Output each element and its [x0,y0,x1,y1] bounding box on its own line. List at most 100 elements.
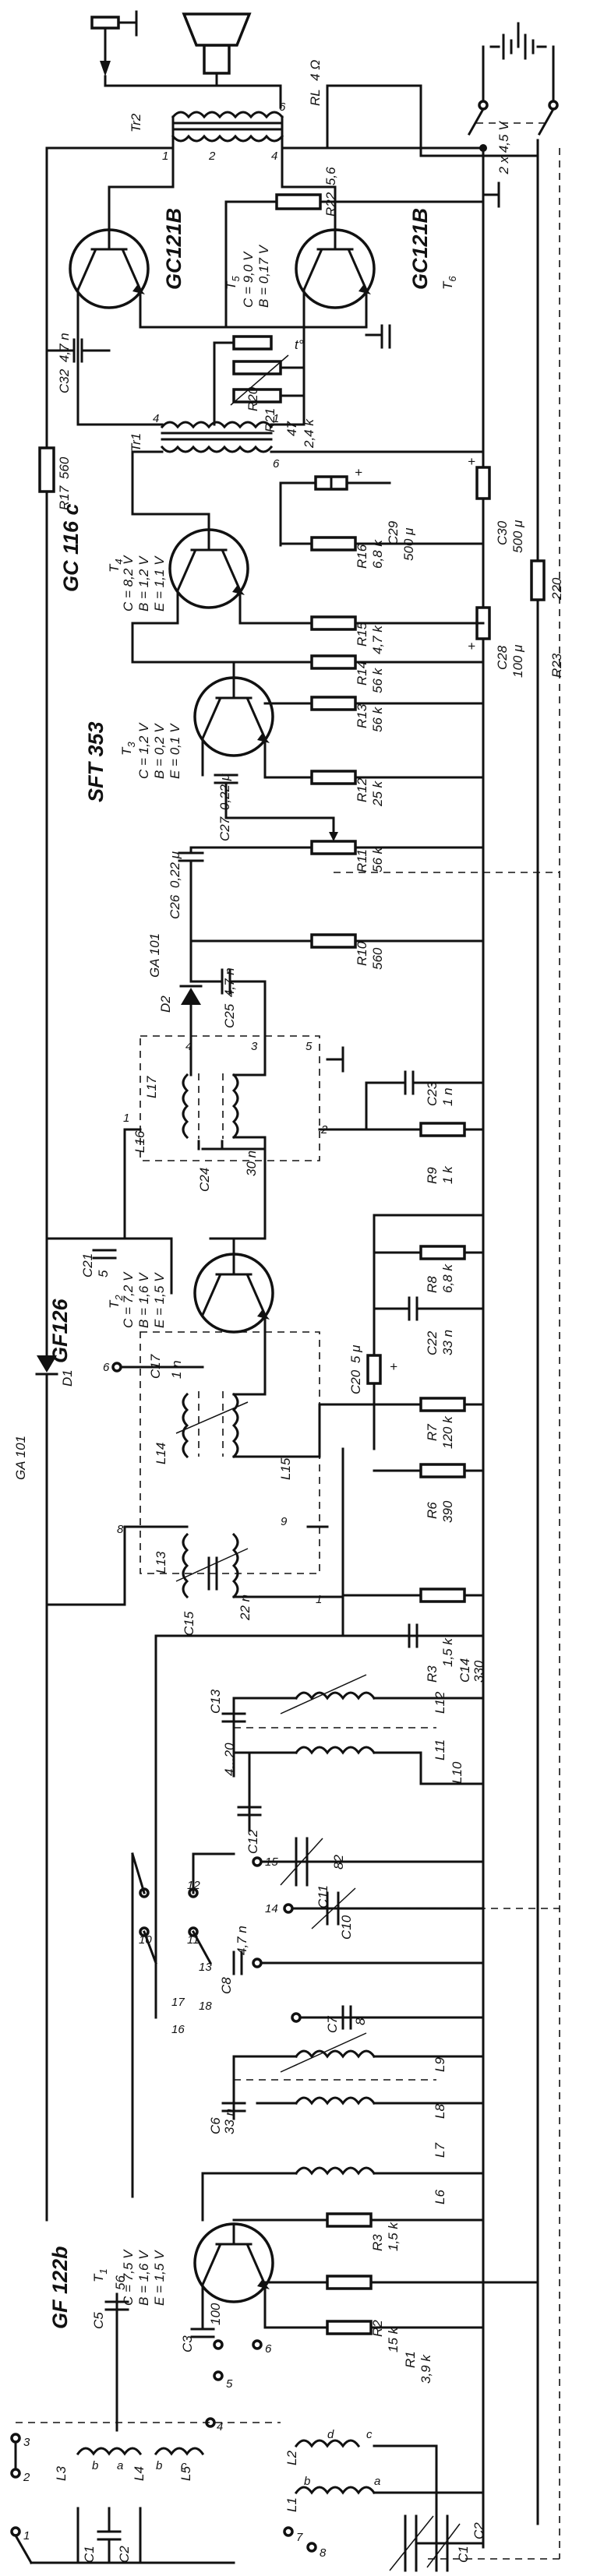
c21-value: 5 [96,1270,111,1277]
c8-ref: C6 [208,2117,223,2134]
svg-text:+: + [355,465,362,480]
svg-text:1,5 k: 1,5 k [440,1637,455,1667]
svg-text:C26 0,22 μ: C26 0,22 μ [168,851,182,919]
t4-bias-c: C = 8,2 V [121,555,136,611]
r6-ref: R3 [425,1665,440,1683]
if-filter-1: 6 C17 1 n L14 L15 9 8 L13 C15 22 n 1 [45,1331,486,2222]
c30-ref: C30 [495,520,510,545]
r9-value: 6,8 k [440,1263,455,1293]
driver-stage-t4: GC 116 c T4 C = 8,2 V B = 1,2 V E = 1,1 … [59,454,564,678]
rl-value: 4 Ω [308,60,323,81]
t2-ref: T [107,1299,122,1309]
r13-ref: R12 [355,777,369,802]
r18-ref: R17 [57,485,72,510]
t3-bias-e: E = 0,1 V [168,723,182,779]
t1-bias-c: C = 7,5 V [121,2249,136,2306]
svg-text:C29: C29 [386,520,401,545]
svg-text:R12: R12 [355,777,369,802]
c15-ref: C13 [208,1689,223,1714]
svg-text:100 μ: 100 μ [510,644,525,678]
sw-14: 14 [265,1902,278,1915]
svg-text:T1: T1 [91,2268,109,2282]
c24-ref: C23 [425,1081,440,1106]
c11-ref: C8 [219,1977,234,1994]
r13-value: 25 k [370,780,385,807]
svg-text:2,4 k: 2,4 k [302,418,316,449]
l17-pin-3: 3 [251,1040,258,1053]
svg-text:6,8 k: 6,8 k [440,1263,455,1293]
t1-bias-b: B = 1,6 V [136,2250,151,2306]
c27-value: 0,22 μ [217,773,232,810]
svg-text:R14: R14 [355,661,369,685]
l17-label: L17 [144,1076,159,1098]
c6-value: 100 [208,2303,223,2325]
t2-sub: 2 [113,1295,125,1302]
l14-pin-6: 6 [103,1361,110,1374]
if-filter-2: 4 3 5 L17 L16 C24 30 n 1 2 [123,1027,485,1240]
svg-text:C21: C21 [80,1253,95,1277]
svg-text:500 μ: 500 μ [401,527,416,561]
l3-label: L3 [54,2466,69,2481]
sw-4: 4 [217,2420,223,2433]
t4-bias-b: B = 1,2 V [136,555,151,611]
r8-value: 120 k [440,1415,455,1449]
sw-13: 13 [199,1961,212,1974]
t5-ref: T [224,280,238,290]
r11-ref: R10 [355,941,369,966]
supply-rails [45,139,560,2560]
c26-ref: C26 [168,894,182,919]
r15-ref: R14 [355,661,369,685]
svg-text:T5: T5 [224,276,242,290]
t6-type: GC121B [408,208,432,290]
c25-ref: C25 [222,1003,237,1028]
svg-text:120 k: 120 k [440,1415,455,1449]
svg-text:5: 5 [96,1270,111,1277]
svg-text:R23: R23 [549,653,564,678]
coil-b-3: b [304,2475,310,2488]
svg-text:220: 220 [549,577,564,601]
l17-pin-5: 5 [306,1040,313,1053]
svg-text:1 n: 1 n [440,1087,455,1106]
c20-value: 5 μ [348,1344,363,1363]
svg-text:C32 4,7 n: C32 4,7 n [57,333,72,393]
svg-text:56 k: 56 k [370,846,385,872]
svg-text:330: 330 [471,1660,486,1683]
t5-sub: 5 [230,276,242,282]
svg-text:1 k: 1 k [440,1165,455,1184]
sw-5: 5 [226,2377,233,2391]
r1-ref: R1 [403,2351,418,2368]
svg-text:C14: C14 [457,1658,472,1683]
coil-c-2: c [366,2428,373,2441]
tr1-pin-1: 1 [273,412,279,425]
svg-text:R21: R21 [263,408,277,432]
svg-text:R15: R15 [355,622,369,647]
svg-text:R20: R20 [245,386,260,411]
preamp-stage-t3: R14 56 k R13 56 k R12 25 k SFT 353 [84,622,560,921]
c19-label: C17 [148,1354,163,1379]
t4-bias-e: E = 1,1 V [152,555,167,611]
ntc-label: t° [295,337,304,352]
coil-a-1: a [117,2459,123,2472]
coil-b-2: b [156,2459,162,2472]
svg-text:R11: R11 [355,849,369,872]
svg-text:R13: R13 [355,703,369,728]
c15-value: 4...20 [222,1743,237,1776]
r20-value: 47 [284,421,299,436]
svg-text:T2: T2 [107,1295,125,1309]
c5-ref: C2 [117,2546,132,2563]
svg-text:+: + [468,639,475,654]
c1-ref: C1 [456,2546,471,2563]
svg-text:C30: C30 [495,520,510,545]
c20-ref: C20 [348,1369,363,1394]
d1-ref: D1 [60,1369,75,1387]
c10-value: 8 [353,2017,368,2025]
coil-c-1: c [181,2459,187,2472]
r15-value: 56 k [370,667,385,693]
agc-diode: D1 GA 101 [13,1237,75,1606]
output-stage: RL 4 Ω Tr2 6 4 2 1 [45,10,539,163]
c22-value: 33 n [440,1330,455,1355]
r22-value: 5,6 [323,167,338,185]
r14-value: 56 k [370,706,385,732]
l4-label: L4 [132,2466,147,2481]
